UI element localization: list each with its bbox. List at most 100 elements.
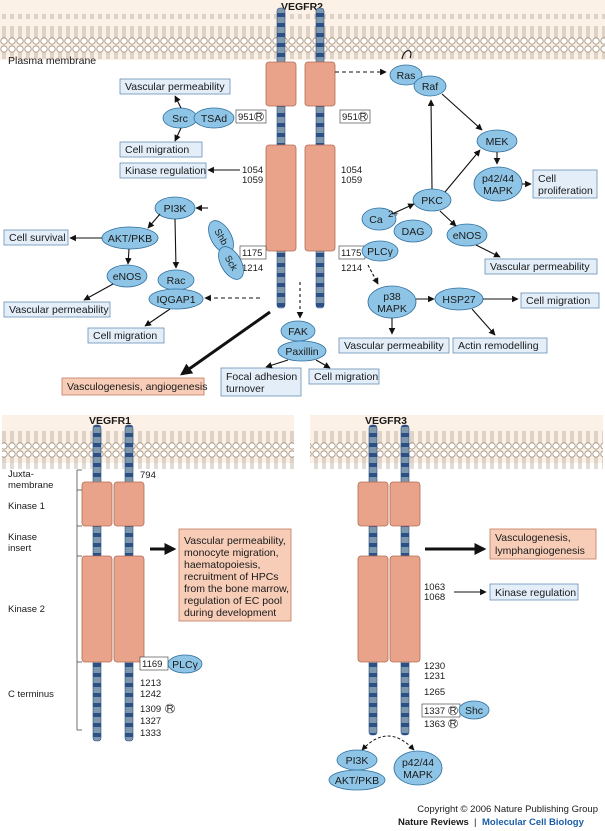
pi3k-label: PI3K [164,203,187,215]
outcome-box [489,583,579,601]
site-1169: 1169 [142,659,162,670]
domain-bracket [76,469,82,731]
site-1214-left: 1214 [242,263,263,274]
sck-node [218,246,244,280]
kinase-domain-2 [81,555,113,663]
vasculogenesis-line1: Vasculogenesis, [495,532,571,544]
p38-label-line2: MAPK [377,303,407,315]
erk-label-line2: MAPK [403,769,433,781]
tsad-node [193,107,235,129]
vegfr1-outcome-line: Vascular permeability, [184,535,286,547]
highlight-outcome-box [489,528,597,560]
site-1309: 1309 [140,704,161,715]
enos-left-node [106,264,148,288]
dag-node [393,219,433,243]
enos-right-label: eNOS [453,230,482,242]
hsp27-label: HSP27 [442,294,475,306]
vegfr3-title: VEGFR3 [365,415,407,427]
plasma-membrane-label: Plasma membrane [8,55,96,67]
juxtamembrane-label-line1: Juxta- [8,469,34,480]
vegfr1-outcome-line: during development [184,607,276,619]
ras-label: Ras [397,70,416,82]
vasculogenesis-angiogenesis: Vasculogenesis, angiogenesis [67,381,207,393]
kinase-domain-1 [265,61,297,107]
plasma-membrane [2,427,294,472]
plasma-membrane [0,14,605,59]
vegfr2-title: VEGFR2 [281,1,323,13]
footer: Copyright © 2006 Nature Publishing Group… [398,804,598,828]
outcome-box [220,367,302,397]
vegfr1-outcome-line: recruitment of HPCs [184,571,279,583]
kinase-domain-1 [81,481,113,527]
cell-migration-hsp27: Cell migration [526,295,590,307]
kinase-regulation-outcome: Kinase regulation [125,165,206,177]
kinase-domain-2 [113,555,145,663]
outcome-box [520,292,600,309]
regulatory-mark: R [256,112,263,123]
ca-label: Ca [369,214,383,226]
plcg-label: PLCγ [172,659,198,671]
regulatory-mark: R [360,112,367,123]
kinase-domain-2 [265,144,297,252]
vegfr1-panel: VEGFR1 Juxta- membrane Kinase 1 Kinase i… [2,415,294,742]
ras-node [389,64,423,86]
rac-label: Rac [167,275,186,287]
vegfr1-title: VEGFR1 [89,415,131,427]
iqgap1-node [148,288,204,310]
kinase-insert-label-line2: insert [8,543,32,554]
kinase-domain-1 [113,481,145,527]
outcome-box [532,169,598,199]
vegfr1-outcome-line: from the bone marrow, [184,583,289,595]
mek-label: MEK [486,136,509,148]
cell-migration-top: Cell migration [125,144,189,156]
site-1242: 1242 [140,689,161,700]
enos-left-label: eNOS [113,271,142,283]
site-1337: 1337 [424,706,445,717]
journal-separator: | [474,817,476,828]
cell-migration-fak: Cell migration [314,371,378,383]
site-1068: 1068 [424,592,445,603]
kinase-domain-1 [389,481,421,527]
shc-node [458,700,490,720]
kinase-domain-2 [389,555,421,663]
kinase-regulation-vegfr3: Kinase regulation [495,587,576,599]
vegfr3-panel: VEGFR3 1063 1068 1230 1231 1265 1337 R S… [310,415,603,791]
vegfr1-outcome-line: regulation of EC pool [184,595,282,607]
outcome-box [3,301,111,318]
kinase-domain-2 [357,555,389,663]
outcome-box [87,327,165,344]
akt-node [328,769,386,791]
site-1054-right: 1054 [341,165,362,176]
vascular-permeability-enos: Vascular permeability [490,261,590,273]
site-1363: 1363 [424,719,445,730]
regulatory-mark: R [450,719,457,730]
tsad-label: TSAd [201,113,227,125]
paxillin-label: Paxillin [285,346,318,358]
vegfr2-receptor-right [304,7,336,309]
outcome-box [119,78,231,95]
vascular-permeability-p38: Vascular permeability [344,340,444,352]
focal-adhesion-line1: Focal adhesion [226,371,297,383]
outcome-box [338,337,450,354]
erk-label-line1: p42/44 [482,173,514,185]
downstream-arrows [361,735,415,751]
kinase1-label: Kinase 1 [8,501,45,512]
site-1327: 1327 [140,716,161,727]
pi3k-label: PI3K [346,755,369,767]
site-1059-left: 1059 [242,175,263,186]
plcg-label: PLCγ [367,246,393,258]
site-1059-right: 1059 [341,175,362,186]
erk-label-line2: MAPK [483,185,513,197]
vascular-permeability-top: Vascular permeability [125,81,225,93]
vegfr1-outcome-line: monocyte migration, [184,547,279,559]
erk-node [393,750,443,786]
cell-migration-left: Cell migration [93,330,157,342]
site-1175-left: 1175 [242,248,262,259]
site-1175-right: 1175 [341,248,361,259]
kinase-domain-1 [304,61,336,107]
site-1230: 1230 [424,661,445,672]
shc-label: Shc [465,705,483,717]
vascular-permeability-left: Vascular permeability [9,304,109,316]
actin-remodelling-outcome: Actin remodelling [458,340,539,352]
